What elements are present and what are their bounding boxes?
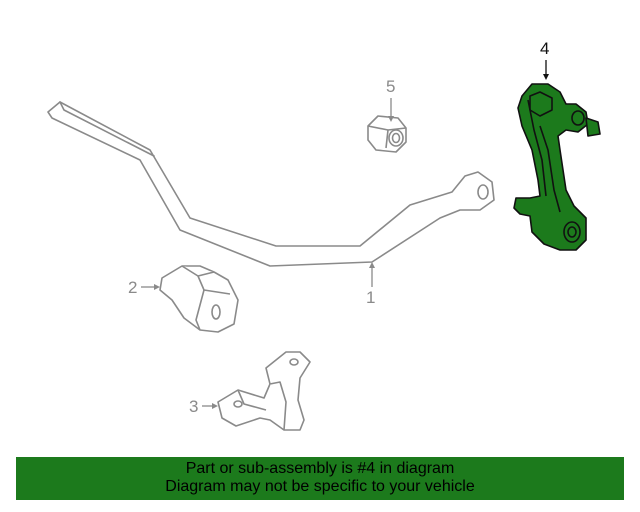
callout-part-1: 1 [366,288,376,307]
callout-part-5: 5 [386,77,396,96]
callout-part-3: 3 [189,397,199,416]
part2-arrowhead [154,284,160,290]
parts-diagram [47,60,601,431]
stabilizer-link-drawing [513,83,601,251]
bushing-drawing [159,265,239,333]
info-banner: Part or sub-assembly is #4 in diagram Di… [16,457,624,500]
banner-line-part: Part or sub-assembly is #4 in diagram [185,460,455,477]
nut-drawing [367,115,407,153]
part5-arrowhead [388,116,394,122]
callout-part-4: 4 [540,39,550,58]
banner-line-disclaimer: Diagram may not be specific to your vehi… [165,478,475,495]
part1-arrowhead [369,262,375,268]
bracket-drawing [217,351,311,431]
part3-arrowhead [212,403,218,409]
stabilizer-bar-drawing [47,101,495,267]
part4-arrowhead [543,74,549,80]
callout-part-2: 2 [128,278,138,297]
